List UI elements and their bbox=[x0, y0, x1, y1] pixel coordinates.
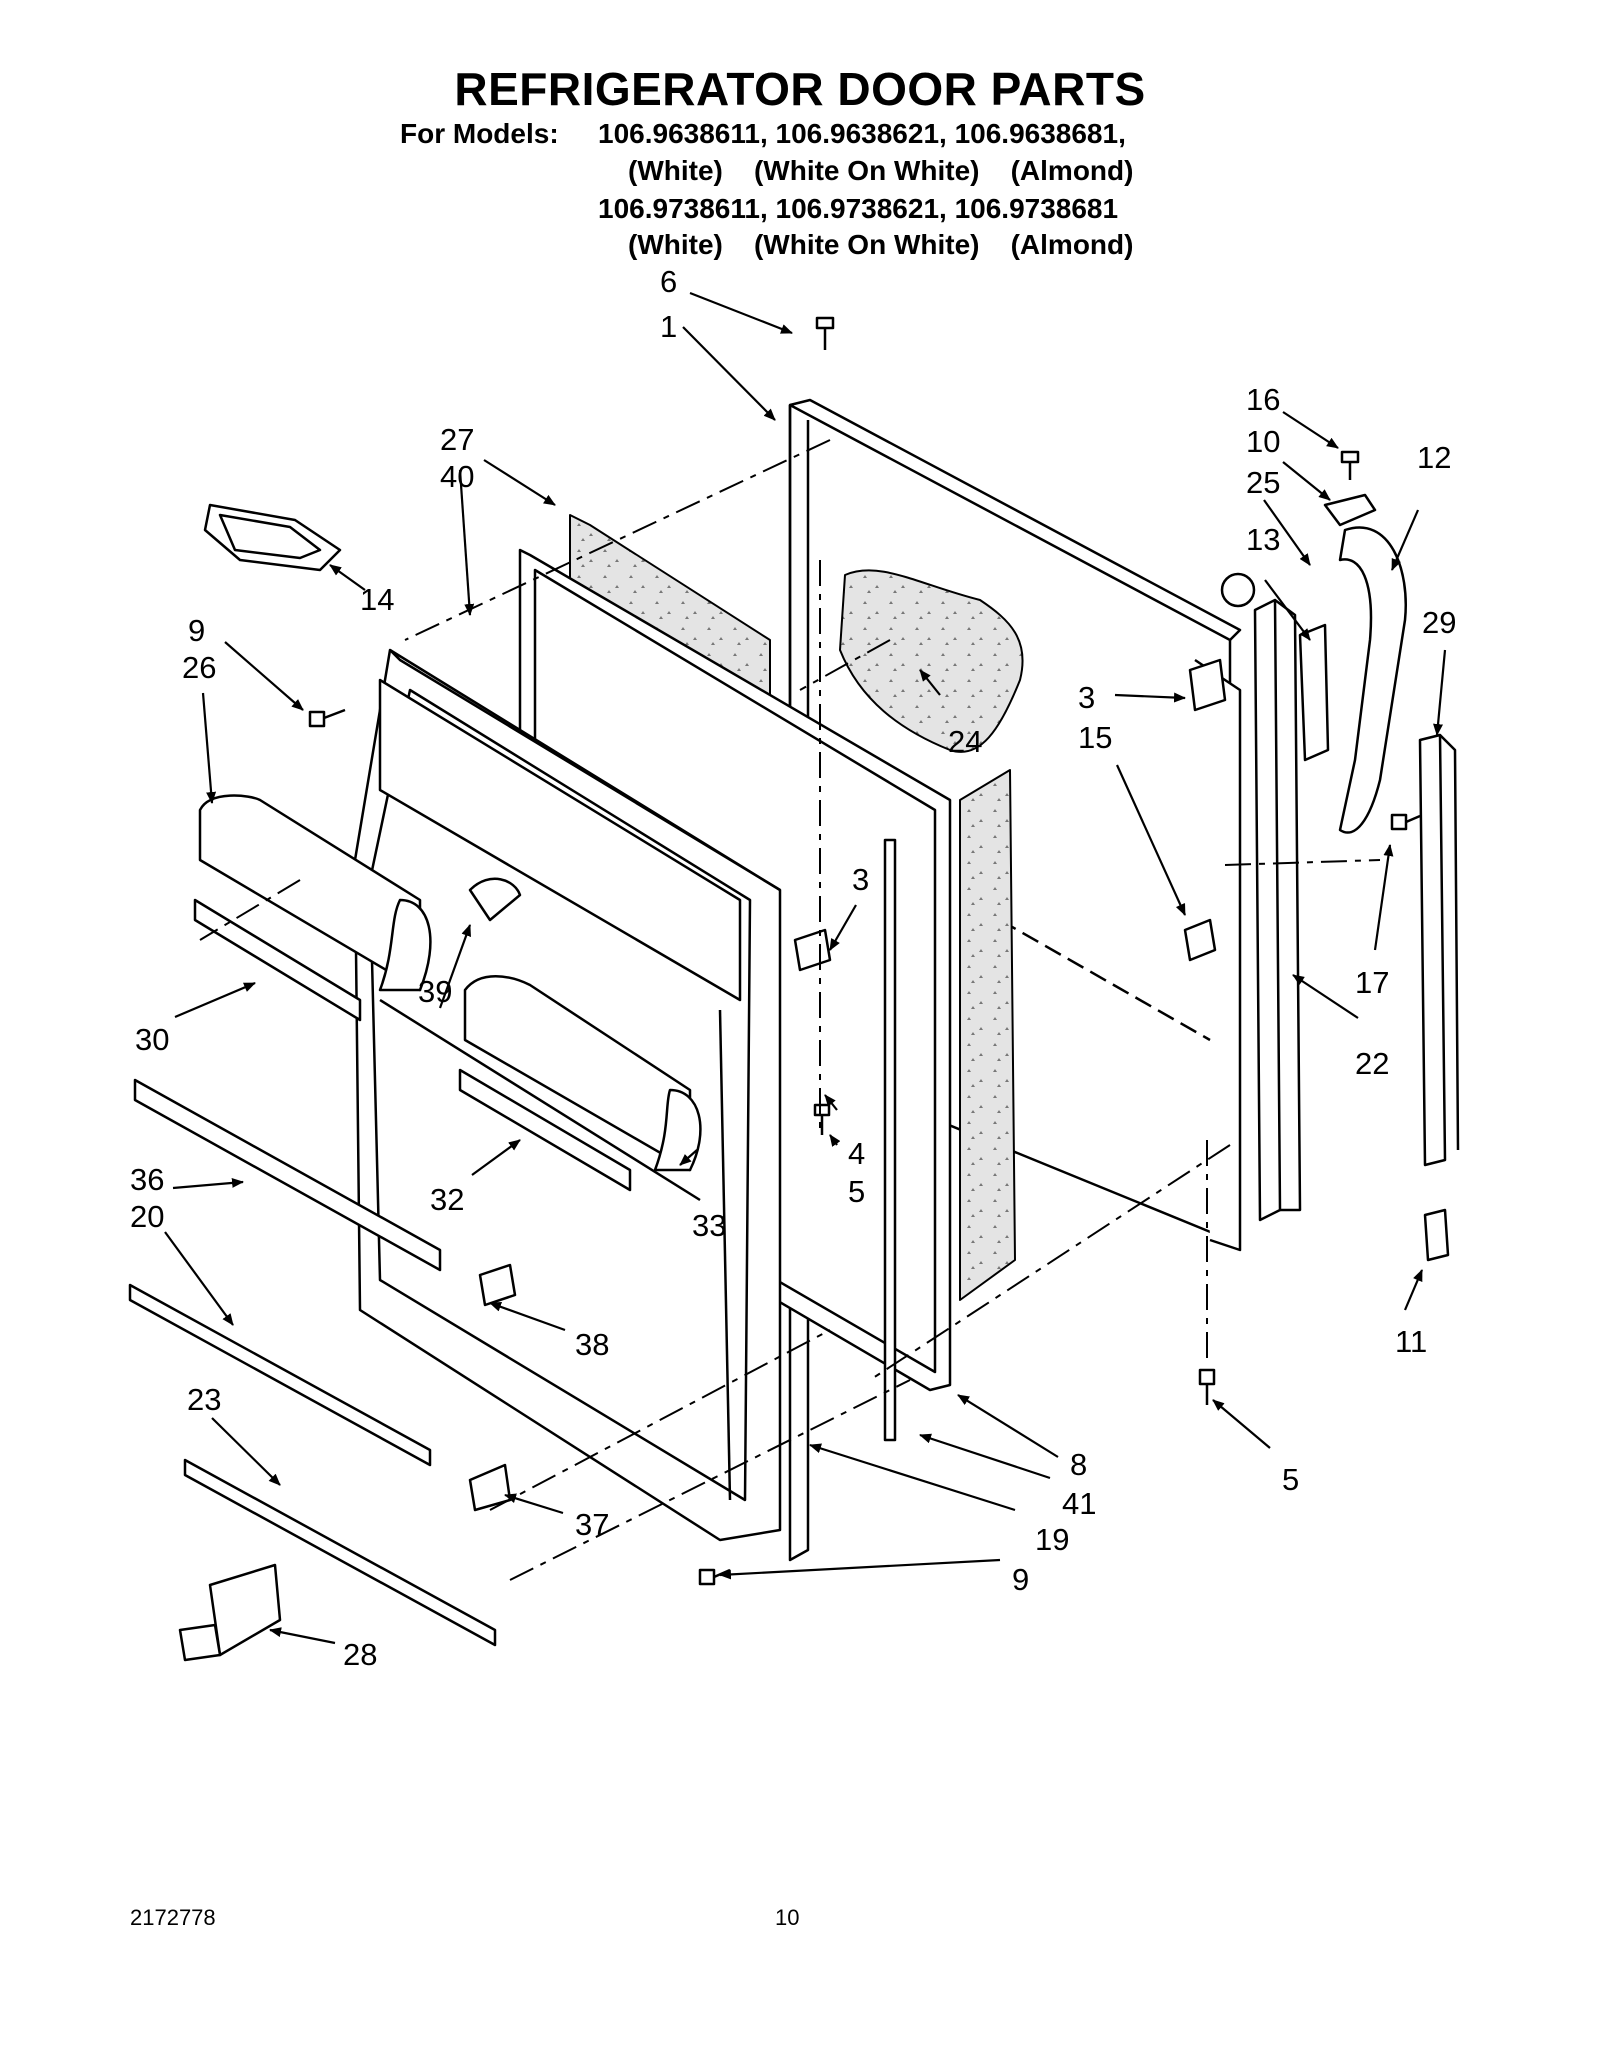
callout-33: 33 bbox=[692, 1208, 726, 1243]
callout-41: 41 bbox=[1062, 1486, 1096, 1521]
door-stop-knob bbox=[1220, 572, 1256, 608]
callout-20: 20 bbox=[130, 1199, 164, 1234]
callout-11: 11 bbox=[1395, 1324, 1427, 1359]
callout-22: 22 bbox=[1355, 1046, 1389, 1081]
handle-12 bbox=[1338, 526, 1407, 834]
callout-12: 12 bbox=[1417, 440, 1451, 475]
callout-26: 26 bbox=[182, 650, 216, 685]
page-title: REFRIGERATOR DOOR PARTS bbox=[454, 63, 1146, 115]
document-number: 2172778 bbox=[130, 1905, 216, 1930]
models-prefix: For Models: bbox=[400, 118, 559, 149]
callout-24: 24 bbox=[948, 724, 982, 759]
callout-39: 39 bbox=[418, 974, 452, 1009]
handle-trim-29 bbox=[1418, 733, 1447, 1167]
callout-17: 17 bbox=[1355, 965, 1389, 1000]
page-number: 10 bbox=[775, 1905, 800, 1930]
finish-list-1: (White) (White On White) (Almond) bbox=[628, 155, 1134, 186]
bracket-28 bbox=[208, 1563, 282, 1657]
finish-list-2: (White) (White On White) (Almond) bbox=[628, 229, 1134, 260]
callout-25: 25 bbox=[1246, 465, 1280, 500]
callout-29: 29 bbox=[1422, 605, 1456, 640]
callout-14: 14 bbox=[360, 582, 394, 617]
upper-shelf bbox=[378, 678, 742, 1002]
callout-28: 28 bbox=[343, 1637, 377, 1672]
callout-23: 23 bbox=[187, 1382, 221, 1417]
trim-strip-20 bbox=[128, 1283, 432, 1467]
callout-27: 27 bbox=[440, 422, 474, 457]
callout-40: 40 bbox=[440, 459, 474, 494]
hinge-10 bbox=[1323, 493, 1377, 527]
callout-37: 37 bbox=[575, 1507, 609, 1542]
screw-17 bbox=[1390, 813, 1421, 831]
model-list-1: 106.9638611, 106.9638621, 106.9638681, bbox=[598, 118, 1126, 149]
shelf-bin-33 bbox=[458, 975, 702, 1192]
callout-19: 19 bbox=[1035, 1522, 1069, 1557]
callout-1: 1 bbox=[660, 309, 677, 344]
leader-lines bbox=[164, 291, 1447, 1645]
shelf-end-38 bbox=[478, 1263, 517, 1307]
callout-5a: 5 bbox=[848, 1174, 865, 1209]
callout-4: 4 bbox=[848, 1136, 865, 1171]
foam-patch-24 bbox=[839, 569, 1024, 753]
handle-trim-22 bbox=[1253, 598, 1282, 1222]
trim-strip-23 bbox=[183, 1458, 497, 1647]
hinge-bracket-3 bbox=[793, 928, 832, 972]
screw-4 bbox=[813, 1103, 831, 1135]
butter-dish-14 bbox=[203, 503, 342, 572]
side-foam bbox=[959, 769, 1016, 1301]
callout-13: 13 bbox=[1246, 522, 1280, 557]
hinge-bracket-15 bbox=[1183, 918, 1217, 962]
screw-9b bbox=[698, 1568, 731, 1586]
bracket-39 bbox=[468, 877, 522, 922]
callout-30: 30 bbox=[135, 1022, 169, 1057]
callout-5b: 5 bbox=[1282, 1462, 1299, 1497]
callout-3a: 3 bbox=[852, 862, 869, 897]
hinge-bracket bbox=[1188, 658, 1227, 712]
callout-labels: 6 1 16 10 12 25 13 29 27 40 14 9 26 24 3… bbox=[130, 264, 1456, 1672]
callout-9b: 9 bbox=[1012, 1562, 1029, 1597]
callout-6: 6 bbox=[660, 264, 677, 299]
screw-9a bbox=[308, 708, 346, 728]
hinge-pin-shim-13 bbox=[1298, 623, 1330, 762]
handle-end-cap-11 bbox=[1423, 1208, 1450, 1262]
callout-9a: 9 bbox=[188, 613, 205, 648]
callout-3b: 3 bbox=[1078, 680, 1095, 715]
callout-10: 10 bbox=[1246, 424, 1280, 459]
screw-5b bbox=[1198, 1368, 1216, 1405]
callout-32: 32 bbox=[430, 1182, 464, 1217]
trim-strip-36 bbox=[133, 1078, 442, 1272]
callout-16: 16 bbox=[1246, 382, 1280, 417]
model-list-2: 106.9738611, 106.9738621, 106.9738681 bbox=[598, 193, 1119, 224]
callout-8: 8 bbox=[1070, 1447, 1087, 1482]
callout-38: 38 bbox=[575, 1327, 609, 1362]
callout-15: 15 bbox=[1078, 720, 1112, 755]
screw-6 bbox=[815, 316, 835, 350]
screw-16 bbox=[1340, 450, 1360, 480]
callout-36: 36 bbox=[130, 1162, 164, 1197]
shelf-bin-26 bbox=[193, 794, 432, 1022]
